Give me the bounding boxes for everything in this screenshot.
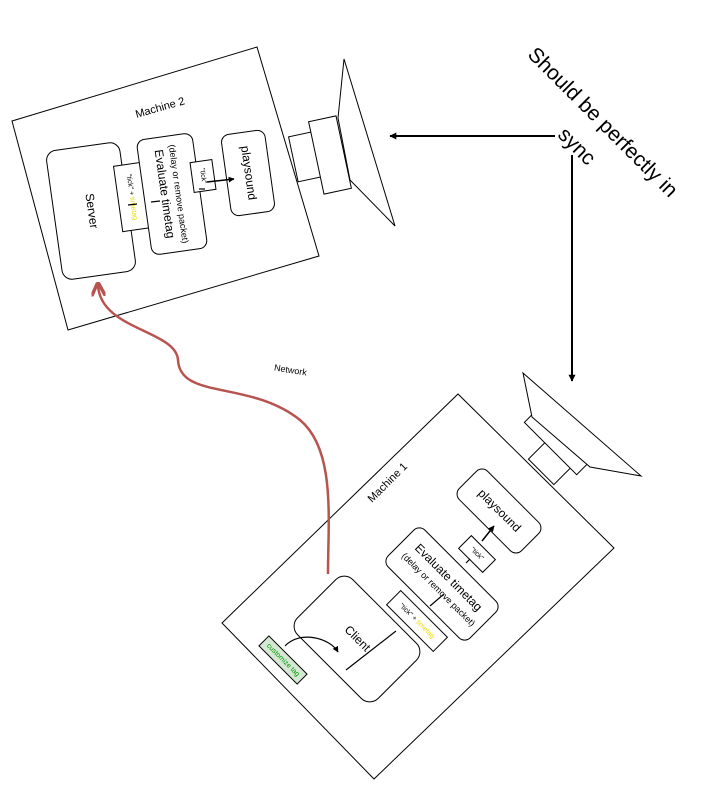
server-label: Server — [82, 192, 101, 229]
machine-2-to-playsound-arrow — [206, 176, 235, 183]
packet-tick-label: "tick" + — [125, 174, 135, 198]
speaker-icon — [287, 58, 396, 227]
network-label: Network — [273, 363, 308, 378]
network-path — [98, 285, 330, 575]
machine-1-packet-tick-timetag: "tick" + timetag — [385, 589, 449, 653]
client-node: Client — [293, 575, 421, 703]
machine-2-packet-tick-label: "tick" — [198, 168, 207, 185]
machine-2-packet-tick: "tick" — [189, 159, 217, 193]
machine-2: Machine 2 Server "tick" + timetag Evalua… — [11, 46, 396, 331]
sync-arrows — [389, 132, 576, 382]
machine-1-to-playsound-arrow — [481, 525, 495, 542]
machine-2-playsound-node: playsound — [221, 129, 275, 217]
svg-text:"tick" + timetag: "tick" + timetag — [125, 174, 138, 221]
server-node: Server — [46, 142, 136, 280]
sync-note-line1: Should be perfectly in — [523, 43, 682, 202]
speaker-icon — [522, 371, 643, 486]
machine-2-evaluate-node: Evaluate timetag (delay or remove packet… — [136, 133, 208, 255]
customize-loop-arrow — [284, 636, 339, 653]
machine-1: Machine 1 Client customize tag "tick" + … — [221, 371, 643, 780]
sync-note-line2: sync — [553, 123, 600, 170]
machine-1-packet-tick: "tick" — [457, 534, 497, 574]
packet-timetag-label: timetag — [128, 197, 138, 221]
